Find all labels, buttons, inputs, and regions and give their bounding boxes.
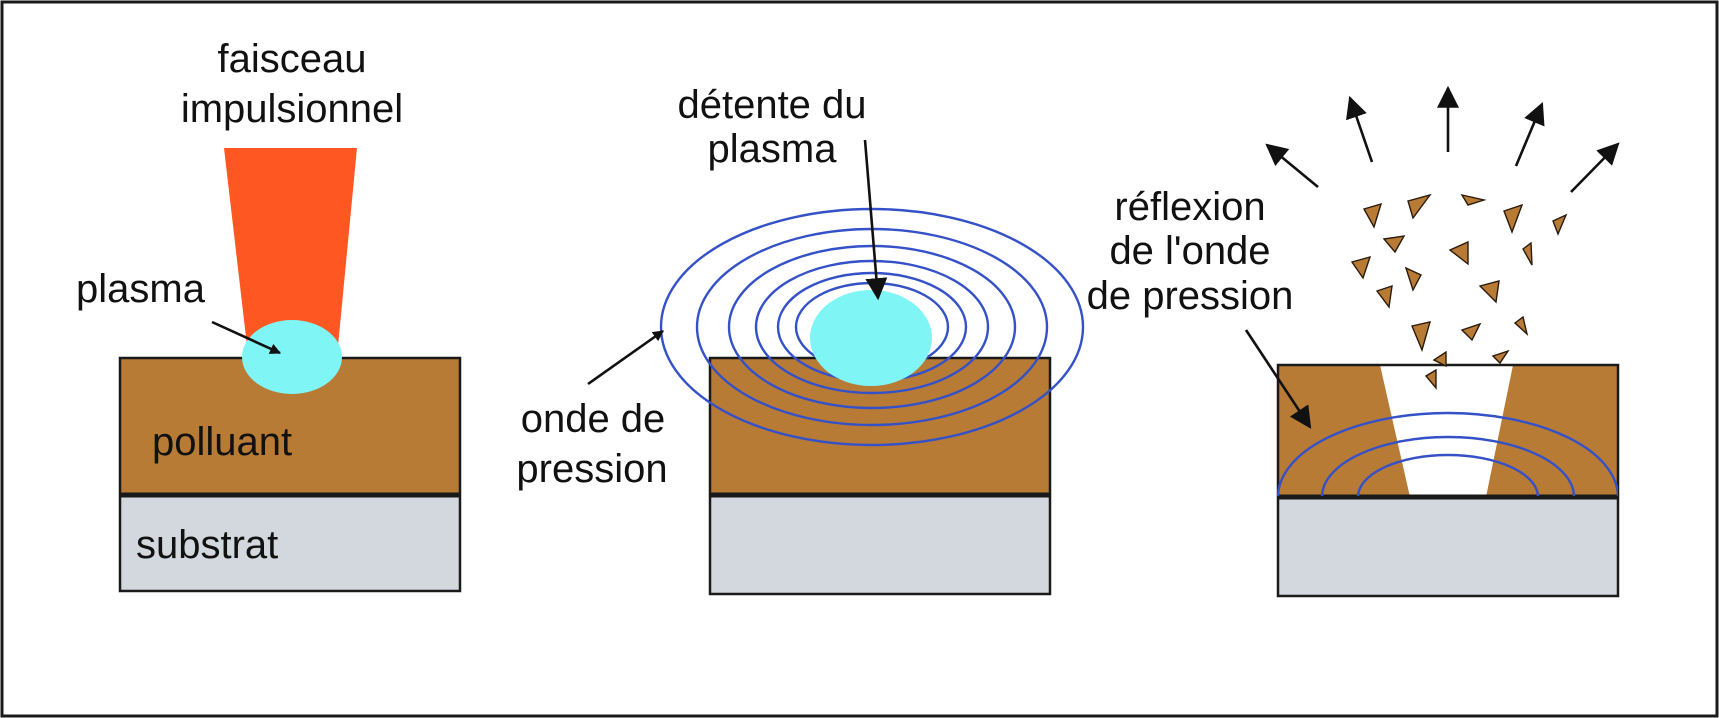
wave-pointer-arrow [587,329,664,386]
pollutant-label: polluant [152,420,292,464]
debris-fragment [1404,266,1422,292]
debris-fragment [1503,203,1524,234]
debris-fragment [1411,321,1431,353]
substrate-layer [710,495,1050,594]
debris-fragment [1460,193,1487,206]
plasma-label: plasma [76,267,206,311]
expansion-label-line1: détente du [677,83,866,127]
laser-beam [224,148,357,346]
reflection-label-line2: de l'onde [1109,229,1270,273]
reflection-label-line3: de pression [1087,274,1294,318]
plasma-blob [810,290,932,386]
substrate-label: substrat [136,523,278,567]
reflection-pointer-arrow [1244,329,1312,429]
panel-laser-pulse: faisceau impulsionnel plasma polluant su… [76,37,462,593]
debris-fragment [1491,349,1510,365]
pressure-ring [659,207,1085,447]
plasma-pointer-arrow [211,320,282,355]
substrate-layer [1278,497,1618,596]
debris-fragment [1448,240,1469,266]
panel-wave-reflection: réflexion de l'onde de pression [1087,85,1620,598]
panel-plasma-expansion: détente du plasma onde de pression [516,83,1085,596]
debris-fragment [1522,241,1533,266]
ejection-arrow [1514,101,1545,167]
ejection-arrows [1265,85,1620,193]
debris-fragment [1460,322,1482,342]
substrate-layer [120,495,460,591]
debris-fragment [1362,202,1383,229]
ejection-arrow [1346,95,1374,163]
pressure-ring [754,259,990,395]
expansion-label-line2: plasma [708,127,838,171]
plasma-blob [242,320,342,394]
reflected-arc [1276,411,1618,496]
debris-fragment [1513,315,1529,337]
expansion-pointer-arrow [863,139,888,301]
debris-fragment [1375,284,1393,309]
beam-label-line1: faisceau [218,37,367,81]
debris-fragment [1350,255,1372,280]
debris-fragment [1432,350,1447,368]
reflection-label-line1: réflexion [1114,185,1265,229]
debris-fragment [1424,368,1437,390]
debris-fragment [1478,280,1500,304]
reflected-wave-arcs [1276,411,1618,496]
sample-outline [1276,363,1620,598]
debris-particles [1350,193,1568,390]
debris-fragment [1382,235,1406,254]
debris-fragment [1407,193,1432,220]
reflected-arc [1356,453,1540,496]
wave-label-line2: pression [516,447,667,491]
wave-label-line1: onde de [521,397,666,441]
pressure-ring [727,244,1017,410]
ejection-arrow [1570,142,1620,193]
debris-fragment [1552,213,1568,236]
reflected-arc [1320,435,1576,496]
beam-label-line2: impulsionnel [181,87,403,131]
ejection-arrow [1265,143,1319,189]
